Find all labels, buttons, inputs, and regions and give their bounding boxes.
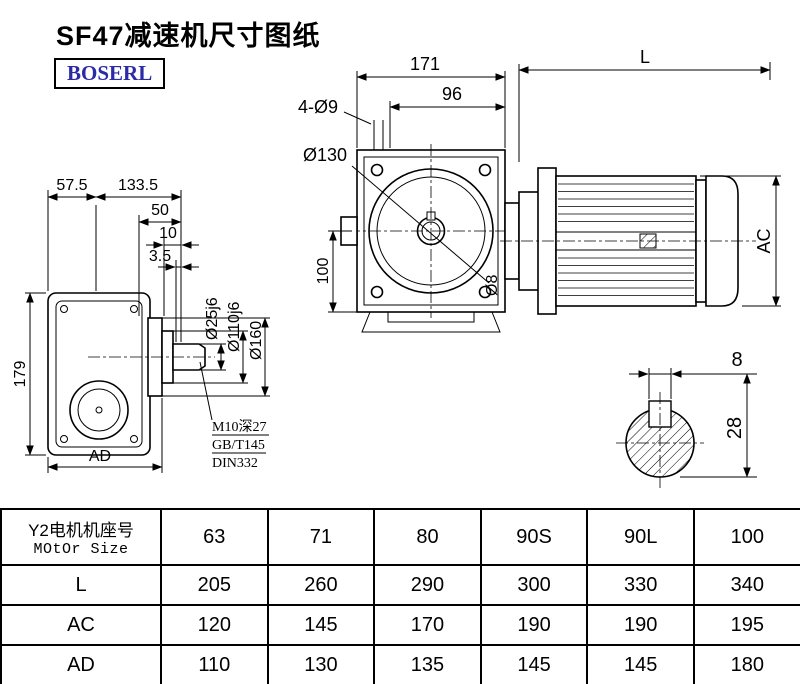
motor-view: [500, 167, 756, 315]
table-row-l: L 205 260 290 300 330 340: [0, 564, 800, 606]
dim-100: 100: [315, 230, 357, 313]
dim-100-label: 100: [315, 258, 332, 285]
dim-key-width: 8: [629, 349, 757, 399]
value-cell: 170: [373, 604, 482, 646]
value-cell: 190: [479, 604, 589, 646]
dim-spigot-dia-label: Ø110j6: [226, 301, 243, 352]
table-row-sizes: Y2电机机座号 MOtOr Size 63 71 80 90S 90L 100: [0, 508, 800, 566]
bolt-holes-label: 4-Ø9: [298, 97, 338, 117]
dim-171-label: 171: [410, 54, 440, 74]
dimension-table: Y2电机机座号 MOtOr Size 63 71 80 90S 90L 100 …: [0, 508, 800, 684]
size-cell: 100: [692, 508, 800, 566]
label-bolt-holes: 4-Ø9: [298, 97, 384, 150]
dim-133-5: 133.5: [95, 177, 182, 342]
dim-50: 50: [138, 202, 182, 316]
dim-spigot-dia: Ø110j6: [173, 301, 248, 384]
dim-shaft-dia-label: Ø25j6: [204, 297, 221, 340]
size-cell: 90L: [586, 508, 695, 566]
shaft-end-note: M10深27 GB/T145 DIN332: [199, 361, 269, 471]
value-cell: 340: [692, 564, 800, 606]
value-cell: 130: [266, 644, 376, 684]
dim-96: 96: [389, 84, 506, 148]
value-cell: 195: [692, 604, 800, 646]
size-cell: 90S: [479, 508, 589, 566]
label-shaft-hole: Ø8: [484, 275, 501, 296]
dim-96-label: 96: [442, 84, 462, 104]
size-cell: 63: [160, 508, 269, 566]
value-cell: 180: [692, 644, 800, 684]
dim-l: L: [518, 47, 771, 162]
bolt-hole: [370, 163, 384, 177]
table-row-ac: AC 120 145 170 190 190 195: [0, 604, 800, 646]
row-label: AC: [0, 604, 162, 646]
motor-fins: [558, 183, 694, 296]
shaft-hole-label: Ø8: [484, 275, 501, 296]
value-cell: 120: [160, 604, 269, 646]
dim-133-5-label: 133.5: [118, 177, 158, 194]
bolt-hole: [370, 285, 384, 299]
row-label: AD: [0, 644, 162, 684]
dim-171: 171: [356, 54, 506, 148]
housing-bore: [69, 380, 129, 440]
dim-l-label: L: [640, 47, 650, 67]
value-cell: 110: [160, 644, 269, 684]
value-cell: 145: [479, 644, 589, 684]
dim-57-5: 57.5: [47, 177, 97, 291]
technical-drawing: 179 AD 57.5 133.5 50 10 3.5: [12, 47, 781, 489]
value-cell: 205: [160, 564, 269, 606]
value-cell: 145: [266, 604, 376, 646]
dim-ad: AD: [47, 398, 163, 473]
shaft-section-view: [616, 392, 704, 489]
dim-key-width-label: 8: [731, 349, 742, 371]
dim-shaft-dia: Ø25j6: [199, 297, 226, 371]
dim-ad-label: AD: [89, 448, 111, 465]
dim-57-5-label: 57.5: [56, 177, 87, 194]
row-label: L: [0, 564, 162, 606]
dim-ac-label: AC: [754, 228, 774, 253]
table-row-ad: AD 110 130 135 145 145 180: [0, 644, 800, 684]
note-std2-label: DIN332: [212, 456, 258, 471]
bolt-hole: [478, 285, 492, 299]
note-tap-label: M10深27: [212, 419, 266, 435]
dim-flange-dia: Ø160: [162, 317, 270, 397]
size-cell: 80: [373, 508, 482, 566]
page-title: SF47减速机尺寸图纸: [56, 21, 321, 51]
flange-dia-label: Ø130: [303, 145, 347, 165]
value-cell: 290: [373, 564, 482, 606]
dim-flange-dia-label: Ø160: [248, 321, 265, 360]
dim-50-label: 50: [151, 202, 169, 219]
dim-key-height: 28: [680, 373, 757, 478]
note-std1-label: GB/T145: [212, 438, 265, 453]
dim-179-label: 179: [12, 361, 29, 388]
table-header-motor-size: Y2电机机座号 MOtOr Size: [0, 508, 162, 566]
dim-10: 10: [146, 225, 199, 316]
value-cell: 190: [586, 604, 695, 646]
header-en: MOtOr Size: [33, 541, 129, 558]
dim-key-height-label: 28: [724, 417, 746, 439]
value-cell: 330: [586, 564, 695, 606]
value-cell: 145: [586, 644, 695, 684]
front-view: [340, 144, 540, 333]
size-cell: 71: [266, 508, 376, 566]
value-cell: 260: [266, 564, 376, 606]
bolt-hole: [478, 163, 492, 177]
dim-3-5-label: 3.5: [149, 248, 171, 265]
side-view: [47, 292, 215, 456]
dim-3-5: 3.5: [149, 248, 199, 342]
dim-10-label: 10: [159, 225, 177, 242]
dim-179: 179: [12, 292, 46, 456]
header-cn: Y2电机机座号: [28, 521, 134, 540]
dim-ac: AC: [700, 175, 781, 307]
value-cell: 300: [479, 564, 589, 606]
brand-badge: BOSERL: [54, 58, 166, 89]
mounting-feet: [361, 311, 501, 333]
value-cell: 135: [373, 644, 482, 684]
label-flange-dia: Ø130: [303, 145, 490, 284]
